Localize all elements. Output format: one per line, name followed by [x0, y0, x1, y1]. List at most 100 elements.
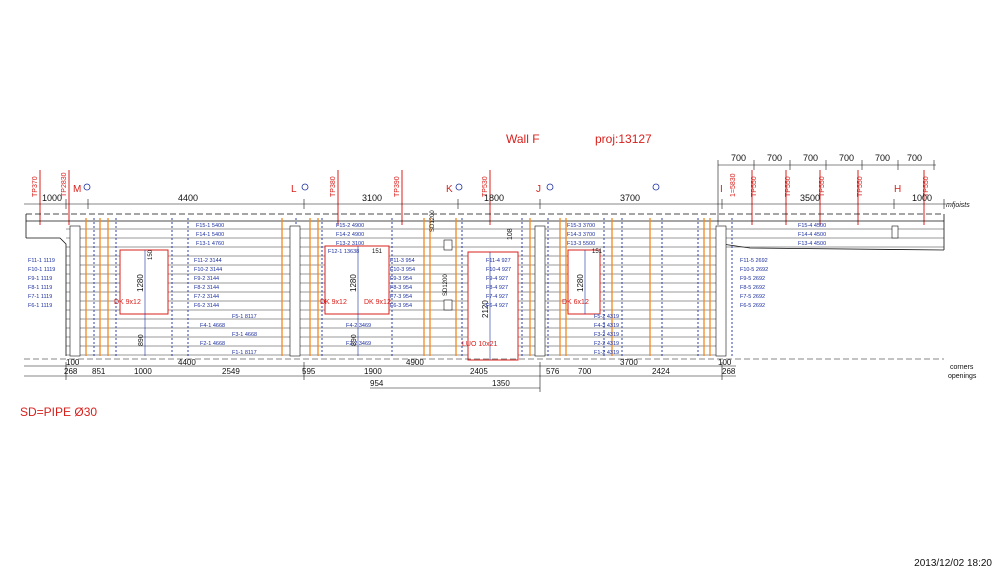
top-dim: 4400 [178, 193, 198, 203]
bottom-dim: 100 [66, 358, 80, 367]
openings [119, 245, 601, 361]
row-label: F14-1 5400 [196, 232, 224, 238]
bottom-dim: 2549 [222, 367, 240, 376]
row-label: F7-3 954 [390, 294, 412, 300]
bottom-dim: 4900 [406, 358, 424, 367]
bottom-dim: 700 [578, 367, 592, 376]
tp-label: TP550 [857, 176, 864, 197]
opening-label: LUO 10x21 [462, 341, 498, 348]
top-right-dim: 700 [767, 153, 782, 163]
bottom-dim: 1350 [492, 379, 510, 388]
project-number: proj:13127 [595, 132, 652, 146]
top-dim: 1000 [912, 193, 932, 203]
row-label: F15-2 4900 [336, 223, 364, 229]
row-label: F8-2 3144 [194, 285, 219, 291]
row-label: F15-3 3700 [567, 223, 595, 229]
row-label: F1-2 4319 [594, 350, 619, 356]
row-label: F11-4 927 [486, 258, 511, 264]
row-label: F12-1 13638 [328, 249, 359, 255]
bottom-dim: 954 [370, 379, 384, 388]
row-label: F1-1 8117 [232, 350, 257, 356]
opening-height: 1280 [136, 274, 145, 292]
bottom-dim: 576 [546, 367, 560, 376]
row-label: F6-5 2692 [740, 303, 765, 309]
row-label: F11-3 954 [390, 258, 415, 264]
axis-bubbles [83, 183, 660, 191]
row-label: F13-4 4500 [798, 241, 826, 247]
joists-note: mfjoists [946, 202, 970, 209]
blue-studs [93, 218, 733, 356]
log-courses [66, 228, 944, 356]
corner-posts [69, 225, 899, 357]
row-label: F8-5 2692 [740, 285, 765, 291]
row-label: F15-1 5400 [196, 223, 224, 229]
tp-markers [39, 170, 925, 225]
opening-top: 150 [148, 249, 154, 260]
row-label: F10-1 1119 [28, 267, 55, 273]
axis-label: H [894, 184, 901, 195]
opening-label: DK 9x12 [364, 299, 391, 306]
axis-label: J [536, 184, 541, 195]
top-right-dim: 700 [907, 153, 922, 163]
top-right-dim: 700 [839, 153, 854, 163]
tp-label: TP390 [394, 176, 401, 197]
row-label: F11-2 3144 [194, 258, 222, 264]
openings-note: openings [948, 373, 977, 380]
bottom-dim: 1000 [134, 367, 152, 376]
row-label: F7-4 927 [486, 294, 508, 300]
row-label: F10-5 2692 [740, 267, 768, 273]
tp-label: TP550 [751, 176, 758, 197]
row-label: F11-5 2692 [740, 258, 768, 264]
opening-label: DK 9x12 [114, 299, 141, 306]
opening-top: 151 [592, 249, 603, 255]
wall-top-plate [25, 213, 945, 356]
sill-height: 890 [351, 334, 358, 346]
axis-label: I [720, 184, 723, 195]
bottom-dim: 100 [718, 358, 732, 367]
row-label: F14-2 4900 [336, 232, 364, 238]
row-label: F4-2 3469 [346, 323, 371, 329]
row-label: F9-5 2692 [740, 276, 765, 282]
tp-label: TP550 [819, 176, 826, 197]
row-label: F10-4 927 [486, 267, 511, 273]
opening-label: DK 6x12 [562, 299, 589, 306]
opening-dimension-lines [144, 246, 586, 360]
opening-top: 151 [372, 249, 383, 255]
row-label: F13-3 5500 [567, 241, 595, 247]
row-label: F8-1 1119 [28, 285, 52, 291]
row-label: F5-2 4319 [594, 314, 619, 320]
tp-label: TP370 [32, 176, 39, 197]
row-label: F7-2 3144 [194, 294, 219, 300]
row-label: F13-1 4760 [196, 241, 224, 247]
pipe-legend: SD=PIPE Ø30 [20, 405, 97, 419]
row-label: F10-3 954 [390, 267, 415, 273]
bottom-dim: 2424 [652, 367, 670, 376]
tp-label: 1=5830 [730, 173, 737, 197]
row-label: F6-4 927 [486, 303, 508, 309]
row-label: F15-4 4500 [798, 223, 826, 229]
opening-height: 1280 [349, 274, 358, 292]
row-label: F6-1 1119 [28, 303, 52, 309]
sd-label: SD1200 [430, 210, 436, 232]
timestamp: 2013/12/02 18:20 [914, 558, 992, 569]
top-dim: 3100 [362, 193, 382, 203]
bottom-dim: 2405 [470, 367, 488, 376]
top-dim: 1000 [42, 193, 62, 203]
corners-note: corners [950, 364, 974, 371]
opening-label: DK 9x12 [320, 299, 347, 306]
bottom-dimension-lines [24, 358, 944, 392]
row-label: F2-2 4319 [594, 341, 619, 347]
row-label: F11-1 1119 [28, 258, 55, 264]
row-label: F7-1 1119 [28, 294, 52, 300]
row-label: F3-2 4319 [594, 332, 619, 338]
top-right-dimension-row [717, 160, 936, 225]
bottom-dim: 595 [302, 367, 316, 376]
row-label: F9-3 954 [390, 276, 412, 282]
row-label: F2-2 3469 [346, 341, 371, 347]
row-label: F4-1 4668 [200, 323, 225, 329]
sd-label: SD1200 [443, 274, 449, 296]
opening-height: 2120 [481, 300, 490, 318]
top-dimension-line [24, 199, 946, 209]
row-label: F9-4 927 [486, 276, 508, 282]
